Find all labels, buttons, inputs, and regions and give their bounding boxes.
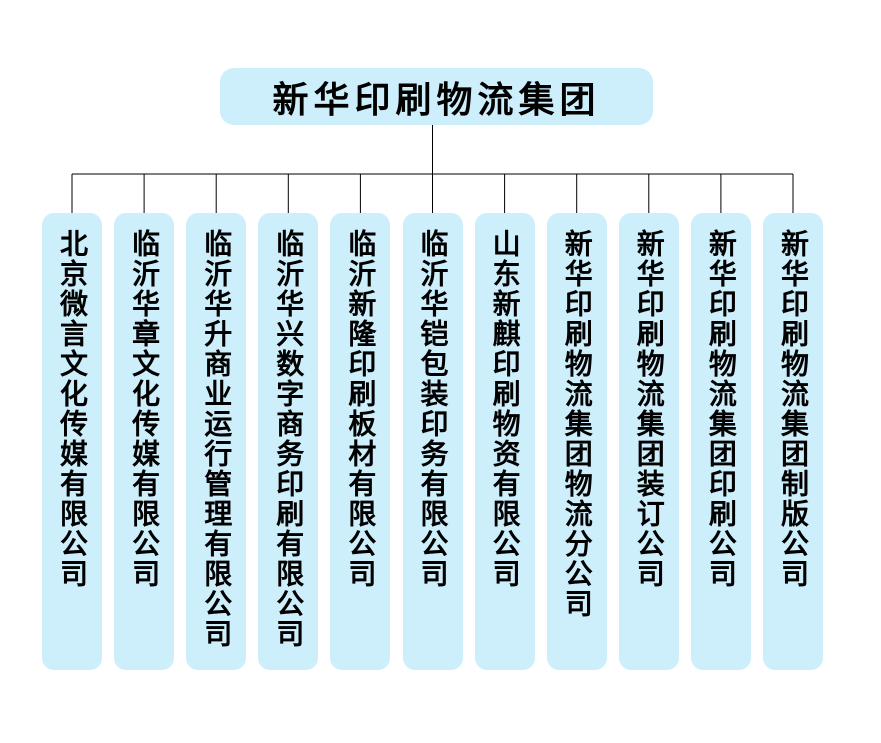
org-node: 临沂华升商业运行管理有限公司 <box>186 213 247 670</box>
org-node: 新华印刷物流集团装订公司 <box>618 213 679 670</box>
org-node: 临沂新隆印刷板材有限公司 <box>330 213 391 670</box>
org-node: 山东新麒印刷物资有限公司 <box>474 213 535 670</box>
org-node-label: 临沂华升商业运行管理有限公司 <box>201 229 233 649</box>
org-node-label: 临沂华章文化传媒有限公司 <box>129 229 161 589</box>
org-node-label: 临沂华兴数字商务印刷有限公司 <box>273 229 305 649</box>
org-node: 新华印刷物流集团印刷公司 <box>690 213 751 670</box>
org-node-label: 新华印刷物流集团印刷公司 <box>705 229 737 589</box>
org-node-label: 新华印刷物流集团装订公司 <box>633 229 665 589</box>
org-node-label: 北京微言文化传媒有限公司 <box>57 229 88 589</box>
root-node: 新华印刷物流集团 <box>220 68 653 125</box>
root-node-label: 新华印刷物流集团 <box>272 78 601 120</box>
org-node: 临沂华章文化传媒有限公司 <box>114 213 175 670</box>
org-node-label: 临沂新隆印刷板材有限公司 <box>345 229 377 589</box>
org-node-label: 新华印刷物流集团物流分公司 <box>561 229 593 619</box>
org-node: 临沂华铠包装印务有限公司 <box>402 213 463 670</box>
org-node: 北京微言文化传媒有限公司 <box>42 213 102 670</box>
org-node: 新华印刷物流集团制版公司 <box>763 213 823 670</box>
org-node-label: 新华印刷物流集团制版公司 <box>778 229 809 589</box>
org-node-label: 临沂华铠包装印务有限公司 <box>417 229 449 589</box>
org-node: 临沂华兴数字商务印刷有限公司 <box>258 213 319 670</box>
org-node: 新华印刷物流集团物流分公司 <box>546 213 607 670</box>
org-node-label: 山东新麒印刷物资有限公司 <box>489 229 521 589</box>
